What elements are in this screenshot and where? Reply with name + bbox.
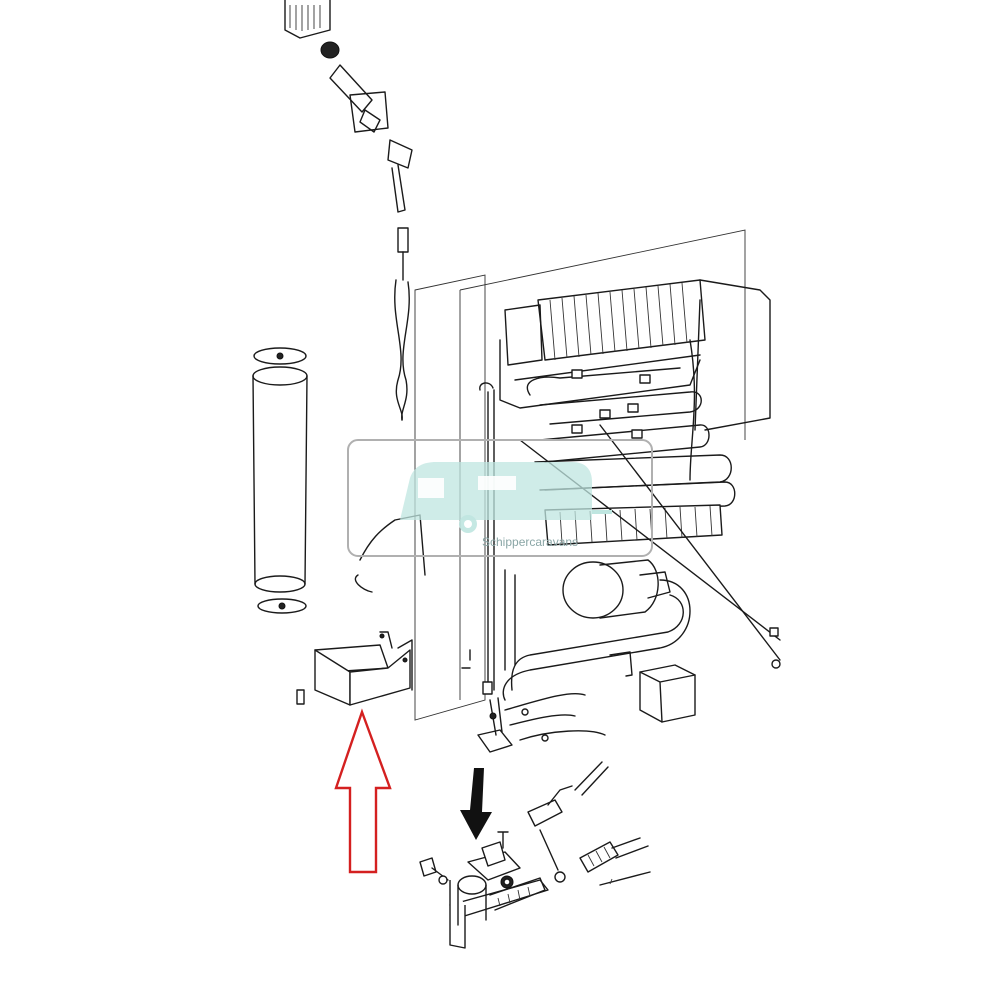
lower-pipe-loop — [502, 569, 691, 701]
reservoir-tank — [562, 559, 671, 619]
boiler-tube — [461, 382, 495, 695]
flue-baffle-assembly — [284, 0, 413, 421]
caravan-logo-icon — [347, 439, 653, 557]
condenser-fins — [504, 279, 771, 431]
absorber-coil — [499, 299, 736, 546]
burner-cover-cap — [639, 664, 696, 723]
thermocouple-detail — [527, 761, 609, 883]
red-outline-arrow-up-icon — [334, 708, 392, 874]
burner-detail-exploded — [419, 831, 549, 949]
burner-heat-shield-bracket — [296, 631, 413, 706]
flue-tube — [252, 347, 308, 614]
electrode-detail — [579, 837, 651, 886]
burner-base-assembled — [477, 697, 513, 753]
ignition-wires — [354, 514, 606, 742]
watermark-text: Schippercaravans — [482, 535, 578, 549]
black-arrow-down-icon — [460, 768, 492, 840]
